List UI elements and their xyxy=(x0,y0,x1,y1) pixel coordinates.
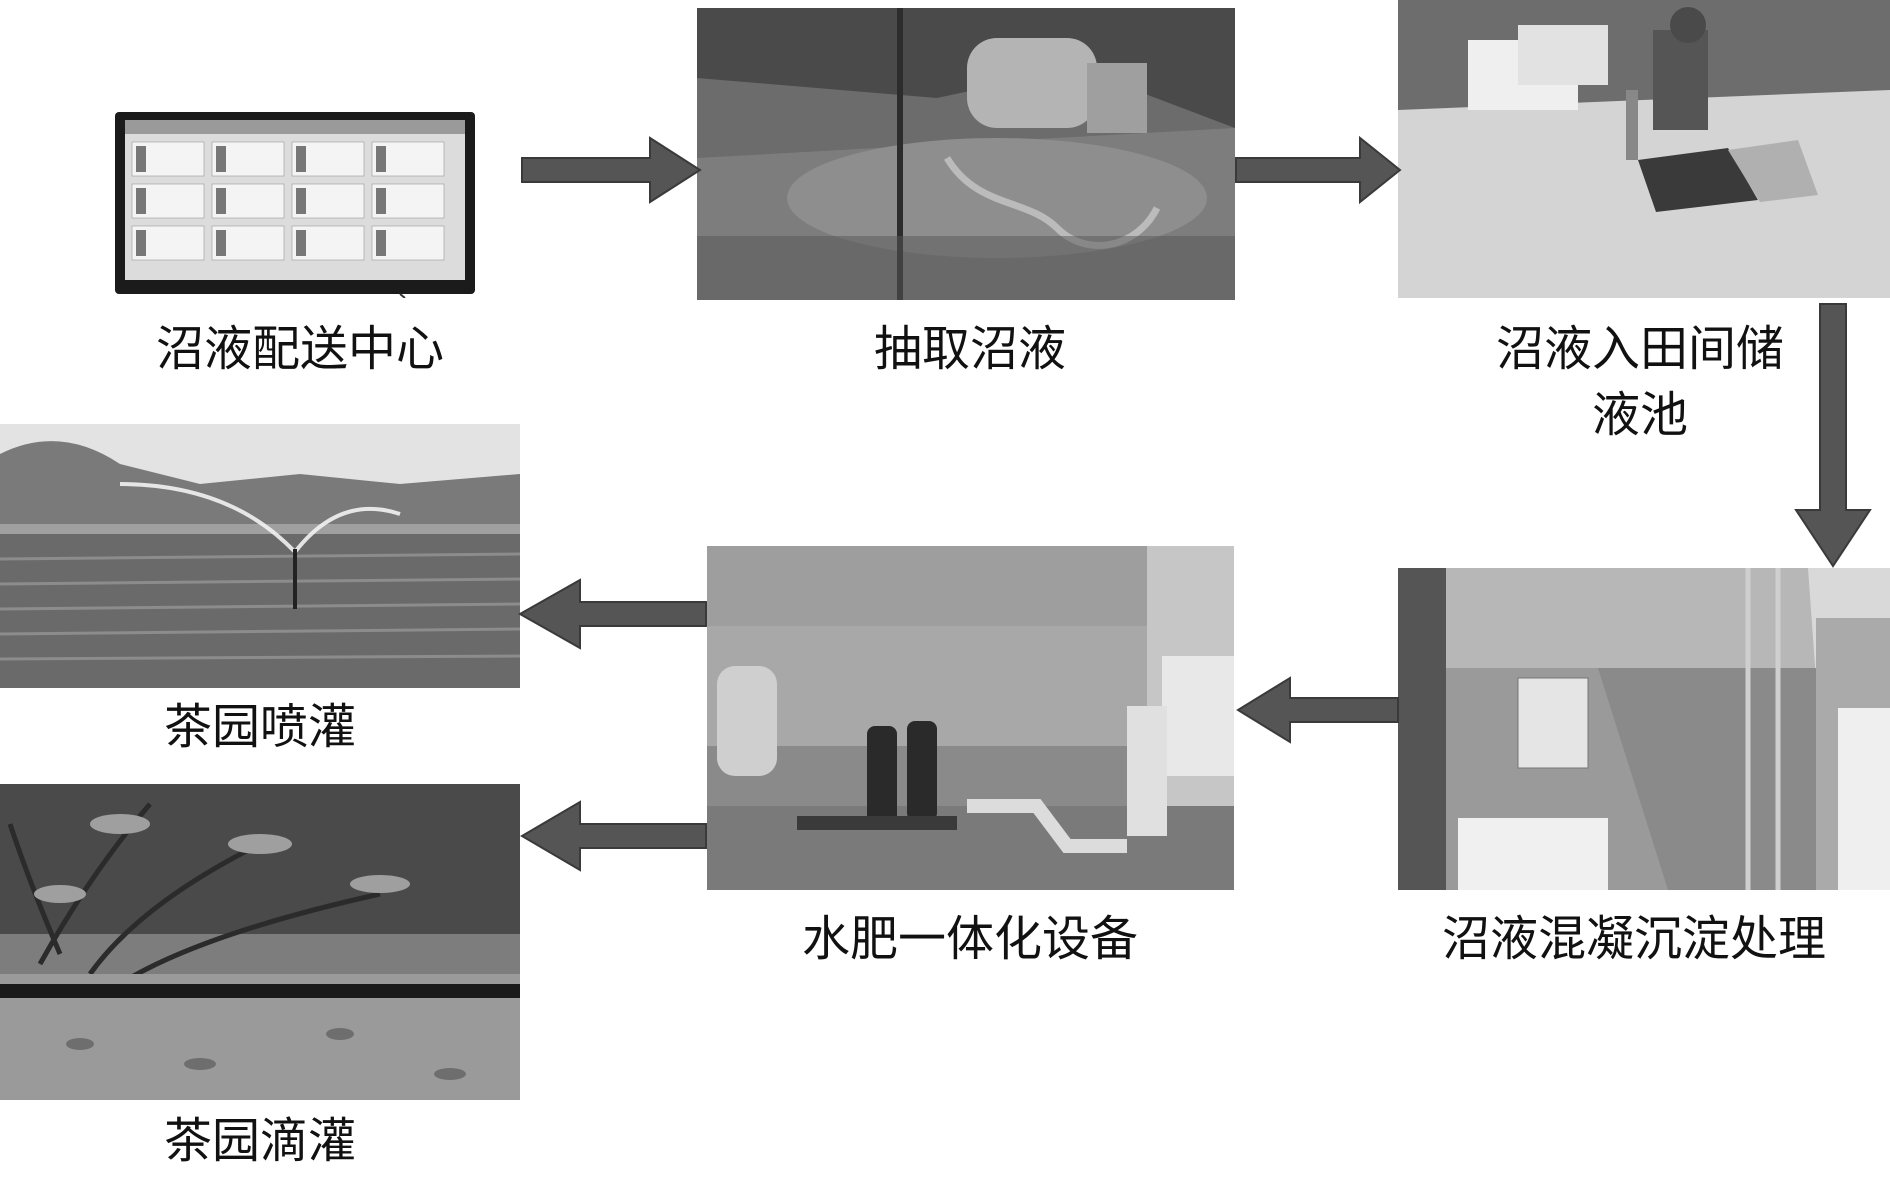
arrow-center-to-extract xyxy=(521,136,702,204)
photo-monitor-display xyxy=(110,108,480,298)
arrow-extract-to-storage xyxy=(1235,135,1402,205)
label-field-storage-line2: 液池 xyxy=(1591,387,1688,443)
arrow-fertigation-to-sprinkler xyxy=(517,578,707,650)
label-tea-drip: 茶园滴灌 xyxy=(163,1113,356,1169)
label-fertigation-equipment: 水肥一体化设备 xyxy=(801,911,1138,967)
label-extract-slurry: 抽取沼液 xyxy=(873,321,1066,377)
photo-fertigation-equipment xyxy=(707,546,1234,890)
label-distribution-center: 沼液配送中心 xyxy=(155,321,444,377)
arrow-fertigation-to-drip xyxy=(520,800,707,872)
photo-field-storage-pool xyxy=(1398,0,1890,298)
photo-coagulation-tank xyxy=(1398,568,1890,890)
photo-tea-sprinkler xyxy=(0,424,520,688)
photo-tea-drip xyxy=(0,784,520,1100)
label-coagulation-treatment: 沼液混凝沉淀处理 xyxy=(1441,911,1826,967)
label-tea-sprinkler: 茶园喷灌 xyxy=(163,699,356,755)
label-field-storage-line1: 沼液入田间储 xyxy=(1495,321,1784,377)
arrow-treatment-to-fertigation xyxy=(1236,676,1399,744)
photo-extraction-truck xyxy=(697,8,1235,300)
